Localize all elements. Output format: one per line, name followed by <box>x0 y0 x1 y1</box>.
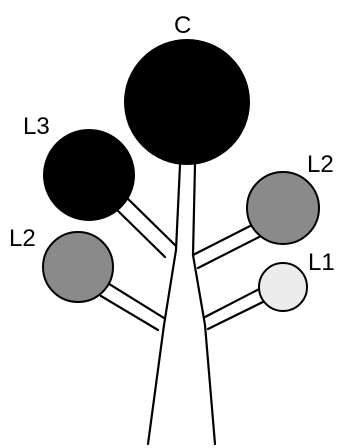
branch-l2-right <box>191 220 265 270</box>
node-l2-right-circle <box>246 171 320 245</box>
trunk <box>146 163 217 446</box>
node-l1-label: L1 <box>308 249 335 276</box>
branch-l1 <box>203 283 273 331</box>
branch-l2-left <box>99 280 166 332</box>
node-l1-circle <box>258 262 308 312</box>
node-l2-right-label: L2 <box>307 151 334 178</box>
node-l2-left-circle <box>42 231 114 303</box>
node-l3-label: L3 <box>23 113 50 140</box>
node-l3-circle <box>43 129 135 221</box>
branch-l3 <box>113 194 178 259</box>
node-c-circle <box>124 39 250 165</box>
node-c-label: C <box>174 12 191 39</box>
node-l2-left-label: L2 <box>9 225 36 252</box>
